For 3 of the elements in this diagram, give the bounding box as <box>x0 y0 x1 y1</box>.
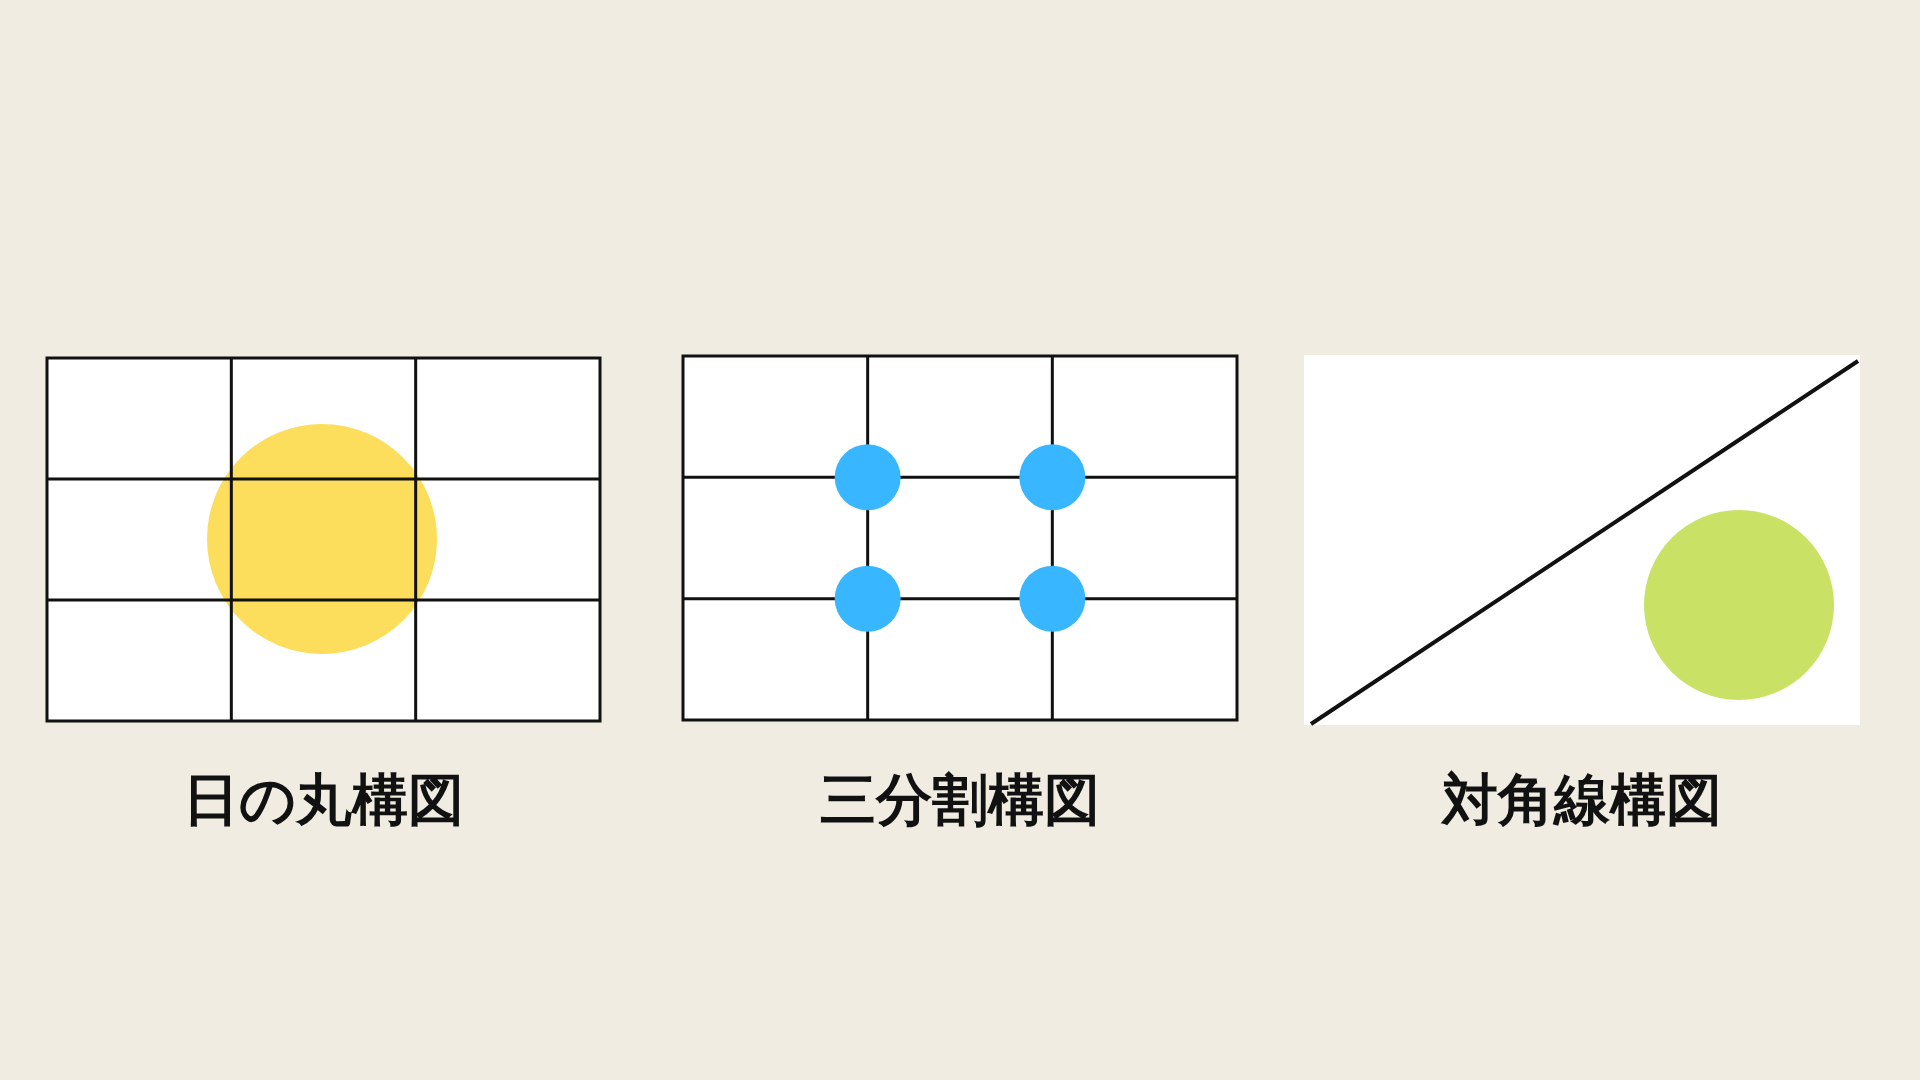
caption: 三分割構図 <box>819 766 1101 834</box>
caption: 日の丸構図 <box>181 766 465 834</box>
caption: 対角線構図 <box>1440 766 1723 834</box>
